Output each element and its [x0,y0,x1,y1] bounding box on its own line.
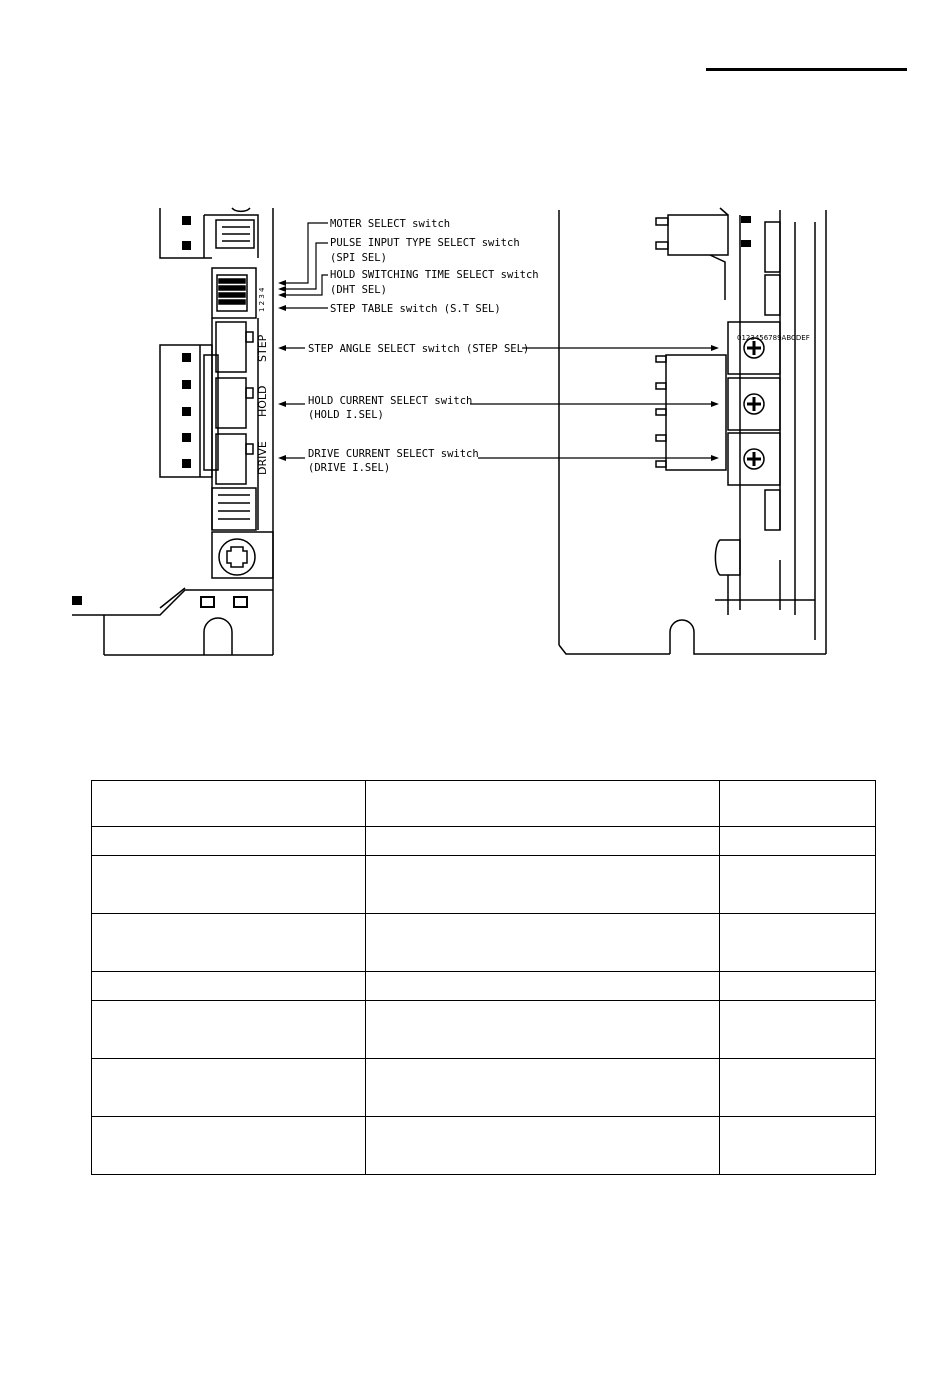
step-table-label: STEP TABLE switch (S.T SEL) [330,303,501,315]
table-cell [719,780,876,827]
table-cell [365,855,720,914]
step-angle-label: STEP ANGLE SELECT switch (STEP SEL) [308,343,529,355]
table-cell [719,971,876,1001]
dip-numbers-label: 1 2 3 4 [258,287,266,312]
header-rule [706,68,907,71]
table-row [91,913,876,972]
table-cell [719,1058,876,1117]
table-cell [91,1000,366,1059]
table-row [91,1000,876,1059]
table-row [91,971,876,1001]
svg-text:0123456789ABCDEF: 0123456789ABCDEF [737,334,810,342]
table-cell [719,1116,876,1175]
pulse-input-label: PULSE INPUT TYPE SELECT switch [330,237,520,249]
drive-isel-label: (DRIVE I.SEL) [308,462,390,474]
table-cell [365,1000,720,1059]
hold-isel-label: (HOLD I.SEL) [308,409,384,421]
board-drive-label: DRIVE [256,441,269,475]
drive-current-label: DRIVE CURRENT SELECT switch [308,448,479,460]
table-row [91,855,876,914]
table-cell [91,780,366,827]
spi-sel-label: (SPI SEL) [330,252,387,264]
table-header-row [91,780,876,827]
board-hold-label: HOLD [256,385,269,417]
switch-location-diagram: 0123456789ABCDEF MOTER SELECT switch P [72,207,827,656]
table-cell [91,971,366,1001]
table-cell [91,826,366,856]
table-cell [719,913,876,972]
table-cell [91,1116,366,1175]
table-cell [365,1058,720,1117]
table-row [91,1058,876,1117]
table-cell [91,855,366,914]
table-cell [365,913,720,972]
board-step-label: STEP [256,334,269,362]
switch-settings-table [91,780,876,1175]
table-cell [719,1000,876,1059]
table-row [91,1116,876,1175]
table-cell [719,855,876,914]
table-cell [91,1058,366,1117]
hold-current-label: HOLD CURRENT SELECT switch [308,395,472,407]
table-row [91,826,876,856]
table-cell [365,971,720,1001]
moter-select-label: MOTER SELECT switch [330,218,450,230]
table-cell [365,1116,720,1175]
table-cell [365,826,720,856]
dht-sel-label: (DHT SEL) [330,284,387,296]
table-cell [365,780,720,827]
table-cell [91,913,366,972]
table-cell [719,826,876,856]
hold-switching-label: HOLD SWITCHING TIME SELECT switch [330,269,539,281]
